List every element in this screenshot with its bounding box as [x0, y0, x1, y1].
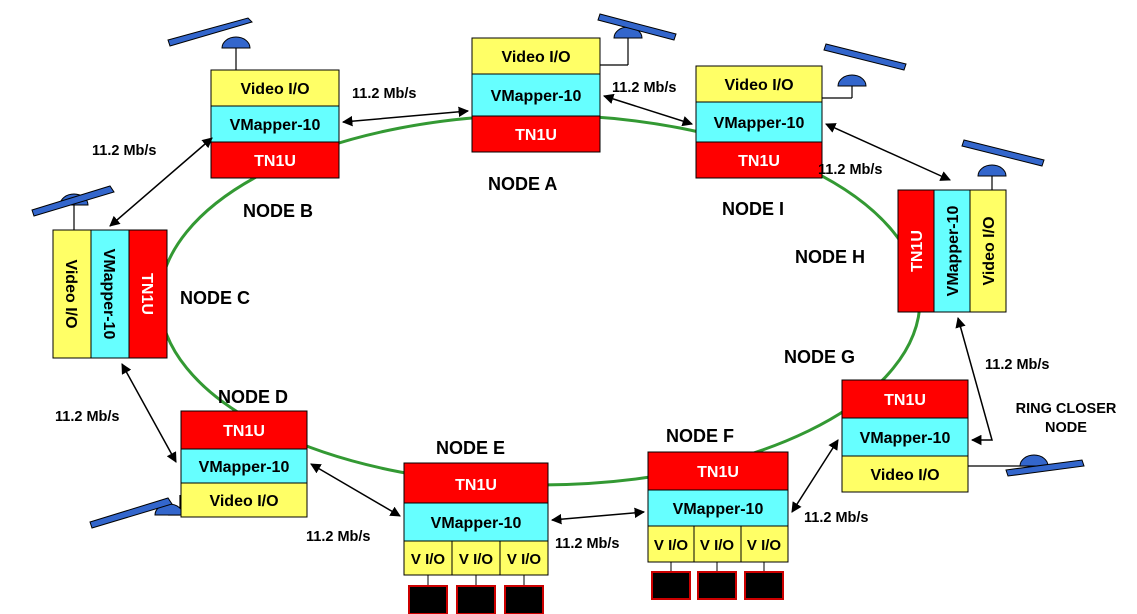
node-c-tn1u-label: TN1U — [138, 273, 155, 315]
node-e-vio-1-label: V I/O — [411, 551, 446, 568]
node-f-label: NODE F — [666, 426, 734, 446]
node-a-vmapper-label: VMapper-10 — [491, 88, 582, 105]
link-b-c — [109, 137, 213, 227]
node-b-video-label: Video I/O — [240, 81, 309, 98]
node-f-tn1u-label: TN1U — [697, 464, 739, 481]
node-a-stack: Video I/O VMapper-10 TN1U — [471, 37, 601, 153]
node-i-label: NODE I — [722, 199, 784, 219]
node-g-tn1u-label: TN1U — [884, 392, 926, 409]
rate-label-c-d: 11.2 Mb/s — [55, 409, 119, 425]
rate-label-e-f: 11.2 Mb/s — [555, 536, 619, 552]
node-h-stack: TN1U VMapper-10 Video I/O — [897, 189, 1007, 313]
node-e-vio-2-label: V I/O — [459, 551, 494, 568]
node-c-video-label: Video I/O — [62, 259, 79, 328]
node-e-tn1u-label: TN1U — [455, 477, 497, 494]
node-d-stack: TN1U VMapper-10 Video I/O — [180, 410, 308, 518]
node-g-label: NODE G — [784, 347, 855, 367]
node-f-vio-1-label: V I/O — [654, 537, 689, 554]
ring-closer-line-1: RING CLOSER — [1016, 401, 1117, 417]
node-c-label: NODE C — [180, 288, 250, 308]
node-d-label: NODE D — [218, 387, 288, 407]
antenna-node-b — [167, 17, 253, 70]
monitor-f-1 — [651, 571, 691, 600]
rate-label-g-h: 11.2 Mb/s — [985, 357, 1049, 373]
node-b-vmapper-label: VMapper-10 — [230, 117, 321, 134]
node-e-vmapper-label: VMapper-10 — [431, 515, 522, 532]
link-arrows — [109, 93, 993, 525]
rate-label-b-a: 11.2 Mb/s — [352, 86, 416, 102]
rate-label-f-g: 11.2 Mb/s — [804, 510, 868, 526]
antenna-node-h — [961, 139, 1045, 190]
node-e-label: NODE E — [436, 438, 505, 458]
ring-closer-line-2: NODE — [1045, 420, 1087, 436]
node-h-video-label: Video I/O — [981, 216, 998, 285]
rate-label-i-h: 11.2 Mb/s — [818, 162, 882, 178]
link-c-d — [121, 363, 177, 463]
node-i-video-label: Video I/O — [724, 77, 793, 94]
monitor-f-2 — [697, 571, 737, 600]
node-f-vio-2-label: V I/O — [700, 537, 735, 554]
link-f-g — [791, 439, 839, 513]
node-e-stack: TN1U VMapper-10 V I/O V I/O V I/O — [403, 462, 549, 614]
node-b-tn1u-label: TN1U — [254, 153, 296, 170]
node-g-video-label: Video I/O — [870, 467, 939, 484]
antenna-node-g — [968, 454, 1085, 477]
node-d-tn1u-label: TN1U — [223, 423, 265, 440]
node-b-label: NODE B — [243, 201, 313, 221]
antenna-node-c — [31, 185, 115, 230]
node-d-video-label: Video I/O — [209, 493, 278, 510]
link-a-i — [602, 93, 694, 127]
node-b-stack: Video I/O VMapper-10 TN1U — [210, 69, 340, 179]
antenna-node-a — [597, 13, 677, 66]
rate-label-b-c: 11.2 Mb/s — [92, 143, 156, 159]
node-i-stack: Video I/O VMapper-10 TN1U — [695, 65, 823, 179]
node-f-stack: TN1U VMapper-10 V I/O V I/O V I/O — [647, 451, 789, 600]
link-b-a — [341, 106, 470, 127]
node-i-tn1u-label: TN1U — [738, 153, 780, 170]
monitor-e-3 — [504, 585, 544, 614]
node-a-tn1u-label: TN1U — [515, 127, 557, 144]
node-a-video-label: Video I/O — [501, 49, 570, 66]
node-f-vmapper-label: VMapper-10 — [673, 501, 764, 518]
node-c-stack: Video I/O VMapper-10 TN1U — [52, 229, 168, 359]
node-g-vmapper-label: VMapper-10 — [860, 430, 951, 447]
node-g-stack: TN1U VMapper-10 Video I/O — [841, 379, 969, 493]
antenna-node-i — [822, 43, 907, 99]
node-h-label: NODE H — [795, 247, 865, 267]
node-a-label: NODE A — [488, 174, 557, 194]
node-e-vio-3-label: V I/O — [507, 551, 542, 568]
node-h-vmapper-label: VMapper-10 — [945, 206, 962, 297]
node-c-vmapper-label: VMapper-10 — [100, 249, 117, 340]
node-i-vmapper-label: VMapper-10 — [714, 115, 805, 132]
link-i-h — [825, 123, 951, 181]
rate-label-d-e: 11.2 Mb/s — [306, 529, 370, 545]
link-e-f — [550, 507, 646, 525]
monitor-e-2 — [456, 585, 496, 614]
link-d-e — [310, 463, 401, 517]
node-f-vio-3-label: V I/O — [747, 537, 782, 554]
monitor-f-3 — [744, 571, 784, 600]
rate-label-a-i: 11.2 Mb/s — [612, 80, 676, 96]
antenna-node-d — [89, 495, 184, 529]
link-g-h — [955, 316, 993, 446]
monitor-e-1 — [408, 585, 448, 614]
node-d-vmapper-label: VMapper-10 — [199, 459, 290, 476]
node-h-tn1u-label: TN1U — [909, 230, 926, 272]
